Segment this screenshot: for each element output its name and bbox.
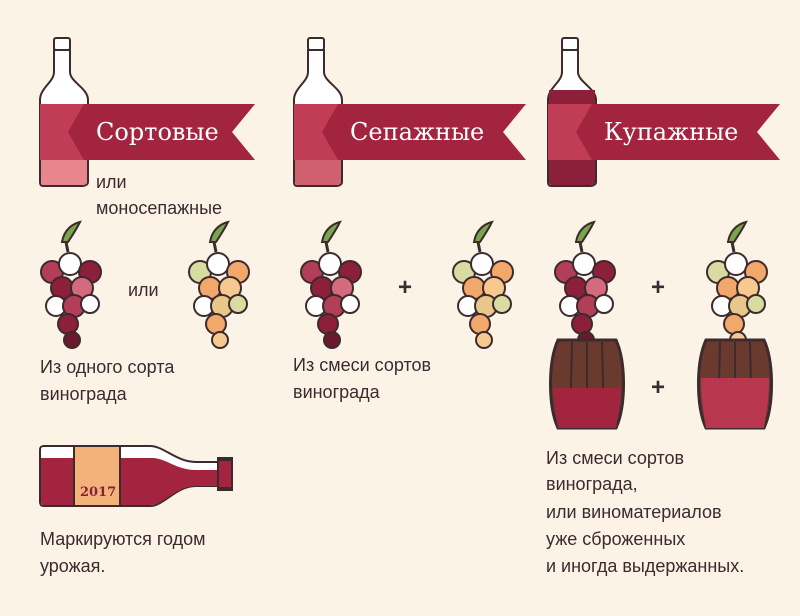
grape-operator-or: или bbox=[128, 280, 159, 300]
description-col3-line3: или виноматериалов bbox=[546, 502, 722, 522]
white-grape-icon bbox=[451, 220, 515, 350]
description-col1-line2: винограда bbox=[40, 384, 127, 404]
vintage-bottle-icon bbox=[39, 445, 233, 507]
title-kupazhnye: Купажные bbox=[604, 118, 739, 146]
grape-operator-plus: + bbox=[651, 274, 666, 301]
red-grape-icon bbox=[299, 220, 363, 350]
grape-operator-plus: + bbox=[398, 274, 413, 301]
title-banner-3 bbox=[548, 104, 780, 160]
title-banner-2 bbox=[294, 104, 526, 160]
barrel-icon bbox=[697, 338, 773, 430]
description-col3-line1: Из смеси сортов bbox=[546, 448, 685, 468]
red-grape-icon bbox=[39, 220, 103, 350]
description-col2-line1: Из смеси сортов bbox=[293, 355, 432, 375]
white-grape-icon bbox=[187, 220, 251, 350]
barrel-icon bbox=[549, 338, 625, 430]
description-col3-line5: и иногда выдержанных. bbox=[546, 556, 745, 576]
description-col3-line2: винограда, bbox=[546, 474, 638, 494]
title-sortovye: Сортовые bbox=[96, 118, 219, 146]
vintage-text-line2: урожая. bbox=[40, 556, 106, 576]
title-sepazhnye: Сепажные bbox=[350, 118, 485, 146]
subtitle-line-1: или bbox=[96, 172, 127, 192]
red-grape-icon bbox=[553, 220, 617, 350]
description-col3-line4: уже сброженных bbox=[546, 529, 686, 549]
vintage-text-line1: Маркируются годом bbox=[40, 529, 206, 549]
title-banner-1 bbox=[40, 104, 255, 160]
vintage-year-label: 2017 bbox=[80, 485, 117, 500]
subtitle-line-2: моносепажные bbox=[96, 198, 223, 218]
description-col1-line1: Из одного сорта bbox=[40, 357, 175, 377]
white-grape-icon bbox=[705, 220, 769, 350]
description-col2-line2: винограда bbox=[293, 382, 380, 402]
barrel-operator-plus: + bbox=[651, 374, 666, 401]
